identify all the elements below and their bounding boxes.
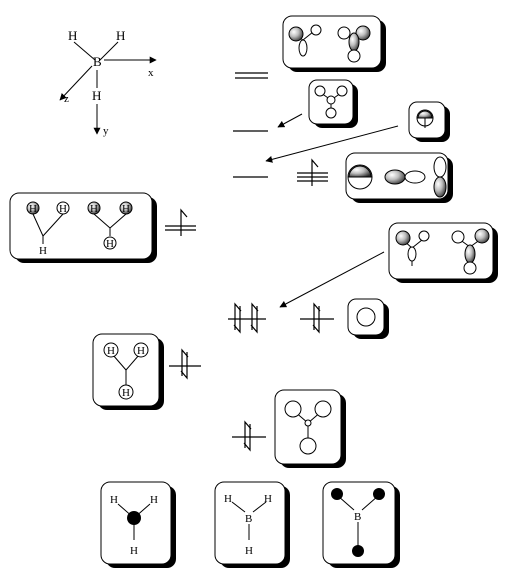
h3-a1-h2: H [137,345,145,357]
fragment-bh3-labeled: H H B H [214,481,290,568]
orbital-box-boron-p [345,152,453,203]
orbital-box-boron-pz [408,101,450,142]
atom-h-left: H [68,28,77,43]
coordinate-system: H H B H x z y [59,28,157,137]
fragment-bh3-dot: H H H [100,481,176,568]
axis-z-label: z [64,93,69,105]
orbital-box-e-antibonding [282,15,386,72]
orbital-box-a1-antibonding [308,79,358,128]
axis-y-label: y [103,125,109,137]
h3-a1-h3: H [122,387,130,399]
fragment-bh3-dots: B [322,481,400,568]
frag2-h2: H [264,493,272,505]
h3-e-h1: H [29,203,37,215]
frag2-h1: H [224,493,232,505]
orbital-box-boron-2s [347,298,389,339]
energy-levels [165,72,334,438]
frag2-b: B [245,513,252,525]
frag2-h3: H [245,545,253,557]
frag1-h2: H [150,494,158,506]
frag1-h3: H [130,545,138,557]
orbital-box-e-bonding [388,222,498,283]
electrons [180,158,321,452]
orbital-box-h3-a1: H H H [92,333,164,410]
h3-e-h2: H [59,203,67,215]
correlation-arrows [265,113,399,308]
orbital-box-h3-e: H H H H H H [9,192,157,263]
h3-a1-h1: H [107,345,115,357]
axis-x-label: x [148,67,154,79]
h3-e-h4: H [90,203,98,215]
h3-e-h3: H [39,245,47,257]
atom-h-right: H [116,28,125,43]
h3-e-h6: H [106,238,114,250]
atom-b-center: B [93,54,102,69]
atom-h-bottom: H [92,88,101,103]
orbital-box-a1-bonding [274,389,346,468]
frag1-h1: H [110,494,118,506]
frag3-b: B [354,511,361,523]
h3-e-h5: H [122,203,130,215]
